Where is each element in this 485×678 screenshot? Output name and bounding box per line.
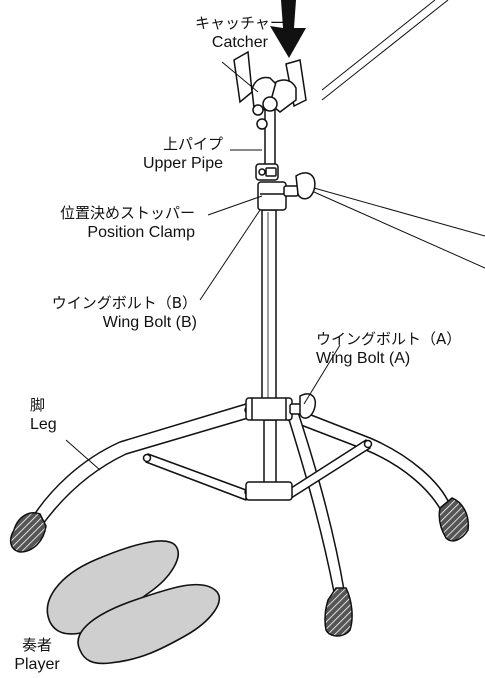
wing-bolt-a-label-ja: ウイングボルト（A） <box>316 330 462 348</box>
upper-pipe-label: 上パイプ Upper Pipe <box>143 135 223 174</box>
position-clamp-shape <box>257 172 316 211</box>
wing-bolt-a-label: ウイングボルト（A） Wing Bolt (A) <box>316 330 461 369</box>
insert-arrow <box>270 0 306 58</box>
position-clamp-label: 位置決めストッパー Position Clamp <box>60 204 195 243</box>
wing-bolt-a-label-en: Wing Bolt (A) <box>316 349 411 367</box>
catcher-label-en: Catcher <box>211 33 268 51</box>
player-footprints <box>46 540 221 665</box>
lower-pipe <box>261 209 277 485</box>
leg-label-en: Leg <box>30 415 57 433</box>
leg-hubs <box>245 397 293 501</box>
upper-pipe-label-ja: 上パイプ <box>162 135 223 153</box>
position-clamp-label-en: Position Clamp <box>87 223 195 241</box>
wing-bolt-b-label-ja: ウイングボルト（B） <box>51 294 197 312</box>
catcher-label-ja: キャッチャー <box>195 14 285 32</box>
catcher-shape <box>233 50 307 130</box>
player-label-en: Player <box>14 655 60 673</box>
player-label: 奏者 Player <box>2 636 72 675</box>
leader-lines <box>65 0 485 471</box>
leg-label-ja: 脚 <box>30 396 46 414</box>
position-clamp-label-ja: 位置決めストッパー <box>59 204 195 222</box>
rubber-feet <box>9 497 470 637</box>
player-label-ja: 奏者 <box>21 636 52 654</box>
wing-bolt-b-label: ウイングボルト（B） Wing Bolt (B) <box>52 294 197 333</box>
leg-label: 脚 Leg <box>30 396 57 435</box>
wing-bolt-b-label-en: Wing Bolt (B) <box>102 313 197 331</box>
upper-pipe-label-en: Upper Pipe <box>142 154 223 172</box>
catcher-label: キャッチャー Catcher <box>195 14 285 53</box>
wing-bolt-a-shape <box>289 393 316 419</box>
